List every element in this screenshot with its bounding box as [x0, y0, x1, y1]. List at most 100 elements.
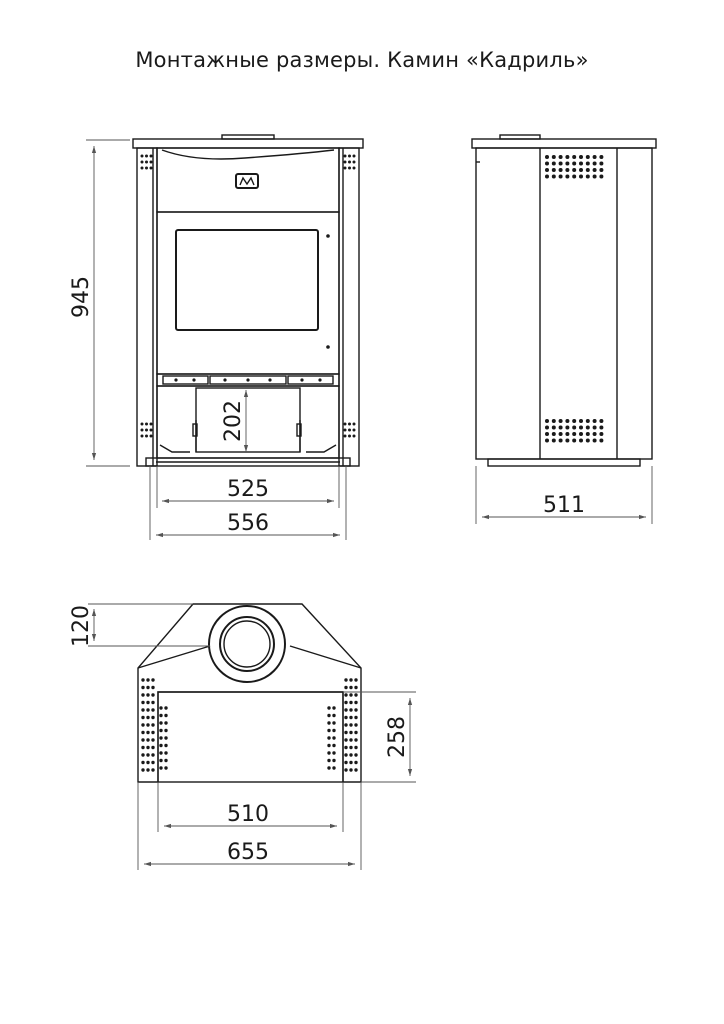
front-glass: [175, 229, 319, 331]
vent-dot: [140, 154, 144, 158]
vent-dot: [354, 685, 358, 690]
vent-dot: [551, 425, 556, 430]
vent-dot: [145, 422, 148, 426]
vent-dot: [164, 721, 168, 725]
top-view: 120 258 510 655: [69, 603, 416, 870]
vent-dot: [164, 706, 168, 710]
vent-dot: [141, 730, 145, 735]
vent-dot: [151, 753, 155, 757]
vent-dot: [149, 154, 153, 158]
vent-dot: [585, 161, 590, 166]
side-base: [487, 458, 641, 467]
vent-dot: [332, 743, 336, 748]
vent-dot: [344, 745, 348, 750]
front-top-lid: [221, 134, 275, 140]
vent-dot: [558, 432, 563, 436]
vent-dot: [545, 174, 549, 179]
vent-dot: [349, 745, 353, 750]
vent-dot: [140, 434, 144, 438]
vent-dot: [141, 685, 145, 690]
vent-dot: [585, 419, 590, 423]
vent-dot: [348, 422, 351, 426]
vent-dot: [558, 425, 563, 430]
vent-dot: [164, 743, 168, 748]
vent-dot: [599, 419, 604, 423]
vent-dot: [327, 721, 331, 725]
vent-dot: [349, 730, 353, 735]
flue-pipe-icon: [219, 616, 275, 672]
vent-dot: [354, 730, 358, 735]
vent-dot: [565, 155, 570, 159]
vent-dot: [579, 432, 583, 436]
front-height-label: 945: [69, 276, 94, 318]
vent-dot: [585, 438, 590, 443]
vent-dot: [146, 715, 150, 720]
vent-dot: [146, 745, 150, 750]
vent-dot: [558, 168, 563, 172]
vent-dot: [565, 425, 570, 430]
vent-dot: [332, 706, 336, 710]
vent-dot: [159, 743, 163, 748]
vent-dot: [164, 713, 168, 718]
vent-dot: [141, 753, 145, 757]
vent-dot: [332, 736, 336, 740]
vent-dot: [551, 155, 556, 159]
vent-dot: [151, 745, 155, 750]
vent-dot: [349, 693, 353, 697]
vent-dot: [545, 161, 549, 166]
vent-dot: [354, 693, 358, 697]
vent-dot: [579, 438, 583, 443]
front-left-column: [136, 147, 158, 467]
vent-dot: [344, 685, 348, 690]
vent-dot: [159, 736, 163, 740]
vent-dot: [349, 715, 353, 720]
vent-dot: [592, 174, 597, 179]
front-view: [132, 134, 364, 467]
vent-dot: [332, 758, 336, 763]
vent-dot: [159, 706, 163, 710]
vent-dot: [159, 766, 163, 770]
vent-dot: [352, 422, 356, 426]
vent-dot: [140, 428, 144, 432]
vent-dot: [332, 766, 336, 770]
vent-dot: [332, 721, 336, 725]
vent-dot: [592, 432, 597, 436]
vent-dot: [151, 685, 155, 690]
vent-dot: [159, 713, 163, 718]
vent-dot: [343, 160, 347, 164]
vent-dot: [592, 438, 597, 443]
vent-dot: [327, 706, 331, 710]
vent-dot: [354, 760, 358, 765]
vent-dot: [348, 428, 351, 432]
vent-dot: [592, 425, 597, 430]
vent-dot: [164, 751, 168, 755]
vent-dot: [159, 758, 163, 763]
vent-dot: [565, 438, 570, 443]
vent-dot: [354, 768, 358, 772]
ash-door-height-label: 202: [221, 400, 246, 442]
vent-dot: [348, 166, 351, 170]
vent-dot: [352, 428, 356, 432]
vent-dot: [327, 751, 331, 755]
flue-outer-ring: [208, 605, 286, 683]
vent-dot: [344, 678, 348, 682]
vent-dot: [551, 438, 556, 443]
vent-dot: [558, 161, 563, 166]
vent-dot: [572, 174, 577, 179]
vent-dot: [579, 155, 583, 159]
vent-dot: [146, 760, 150, 765]
vent-dot: [141, 745, 145, 750]
vent-dot: [599, 161, 604, 166]
vent-dot: [343, 434, 347, 438]
vent-dot: [141, 678, 145, 682]
vent-dot: [551, 168, 556, 172]
vent-dot: [344, 708, 348, 712]
vent-dot: [551, 432, 556, 436]
vent-dot: [592, 155, 597, 159]
vent-dot: [558, 174, 563, 179]
vent-dot: [141, 708, 145, 712]
vent-dot: [151, 708, 155, 712]
vent-dot: [145, 166, 148, 170]
vent-dot: [349, 700, 353, 705]
vent-dot: [354, 708, 358, 712]
